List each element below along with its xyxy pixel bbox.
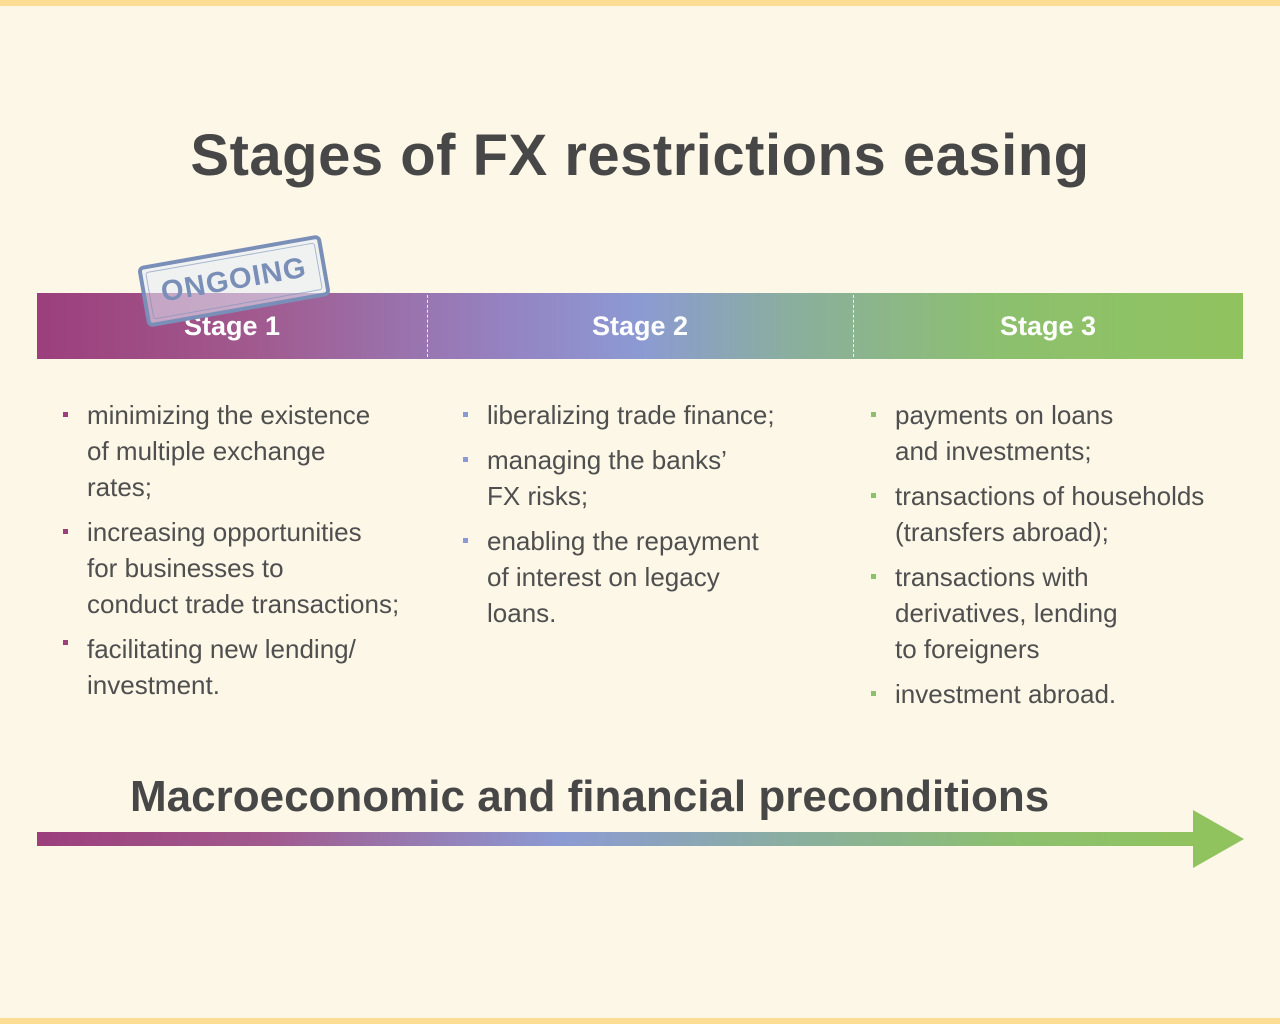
list-item-text: managing the banks’ FX risks;: [487, 445, 727, 511]
progress-arrow-icon: [37, 810, 1244, 868]
bullet-icon: [871, 493, 876, 498]
list-item: transactions of households (transfers ab…: [869, 478, 1269, 550]
stage-3-label: Stage 3: [999, 311, 1097, 341]
list-item-text: liberalizing trade finance;: [487, 400, 775, 430]
bullet-icon: [63, 529, 68, 534]
top-border: [0, 0, 1280, 6]
stage-2-label: Stage 2: [591, 311, 689, 341]
stage-1-list: minimizing the existence of multiple exc…: [61, 397, 446, 712]
stage-3-list: payments on loans and investments; trans…: [869, 397, 1269, 721]
list-item: payments on loans and investments;: [869, 397, 1269, 469]
stage-bar: Stage 1 Stage 2 Stage 3: [37, 293, 1243, 359]
list-item-text: payments on loans and investments;: [895, 400, 1114, 466]
list-item-text: enabling the repayment of interest on le…: [487, 526, 759, 628]
list-item: enabling the repayment of interest on le…: [461, 523, 841, 631]
bullet-icon: [871, 574, 876, 579]
list-item-text: investment abroad.: [895, 679, 1117, 709]
list-item: transactions with derivatives, lending t…: [869, 559, 1269, 667]
bullet-icon: [463, 457, 468, 462]
stage-divider: [853, 295, 854, 357]
list-item-text: facilitating new lending/ investment.: [87, 634, 356, 700]
list-item-text: increasing opportunities for businesses …: [87, 517, 400, 619]
list-item: minimizing the existence of multiple exc…: [61, 397, 446, 505]
stage-divider: [427, 295, 428, 357]
bullet-icon: [63, 640, 68, 645]
list-item: investment abroad.: [869, 676, 1269, 712]
bullet-icon: [463, 538, 468, 543]
list-item: managing the banks’ FX risks;: [461, 442, 841, 514]
list-item-text: transactions of households (transfers ab…: [895, 481, 1205, 547]
stage-2-list: liberalizing trade finance; managing the…: [461, 397, 841, 640]
bullet-icon: [871, 691, 876, 696]
list-item: increasing opportunities for businesses …: [61, 514, 446, 622]
list-item-text: transactions with derivatives, lending t…: [895, 562, 1118, 664]
bullet-icon: [871, 412, 876, 417]
list-item: facilitating new lending/ investment.: [61, 631, 446, 703]
page-title: Stages of FX restrictions easing: [190, 123, 1090, 188]
list-item-text: minimizing the existence of multiple exc…: [87, 400, 371, 502]
preconditions-label: Macroeconomic and financial precondition…: [130, 772, 1050, 821]
bullet-icon: [63, 412, 68, 417]
bullet-icon: [463, 412, 468, 417]
list-item: liberalizing trade finance;: [461, 397, 841, 433]
bottom-border: [0, 1018, 1280, 1024]
